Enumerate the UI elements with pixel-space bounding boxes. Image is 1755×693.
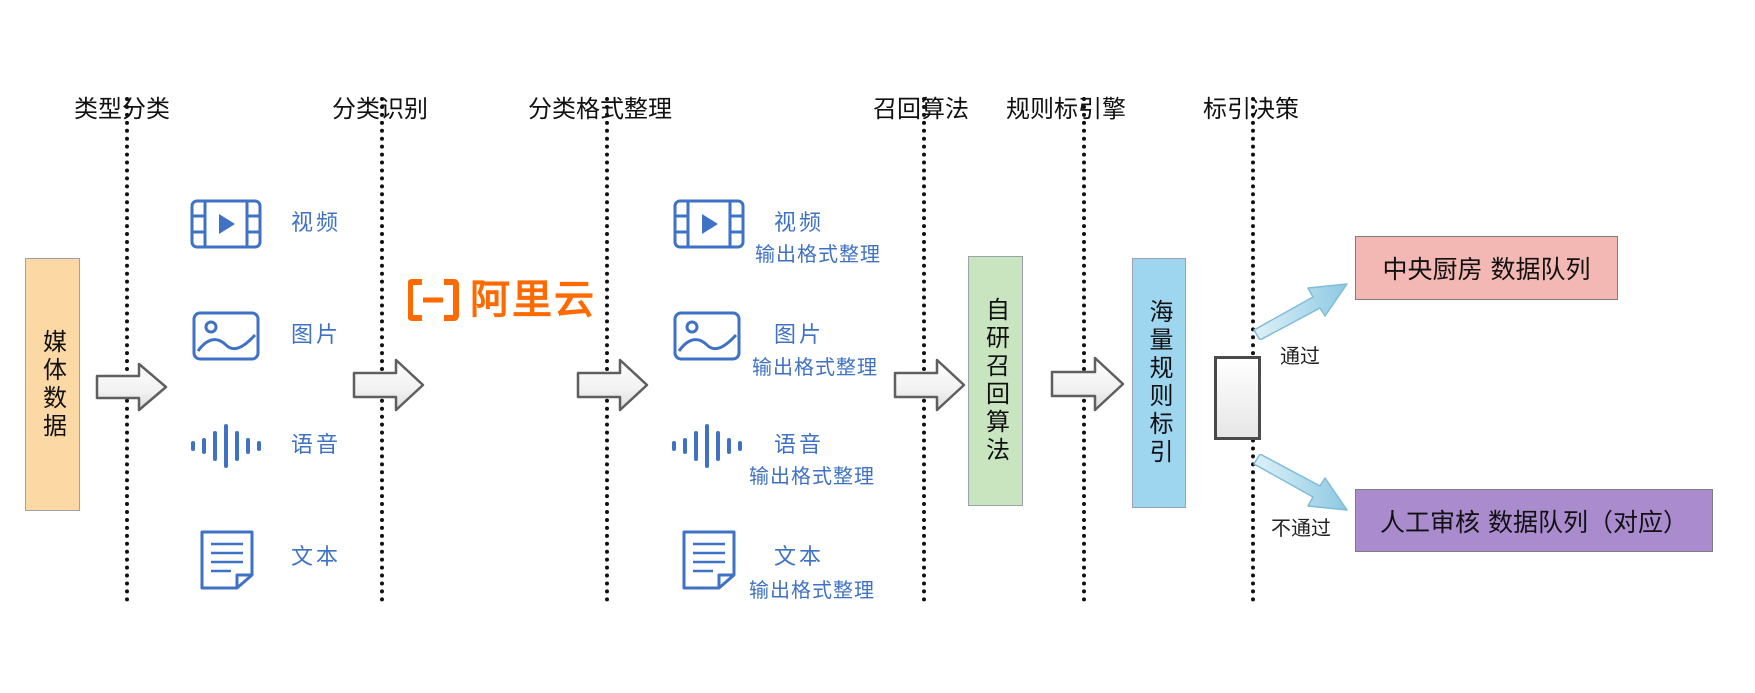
stage-divider [605,97,609,602]
central-kitchen-queue: 中央厨房 数据队列 [1355,236,1618,300]
image-icon [673,311,741,361]
fail-label: 不通过 [1271,516,1331,540]
fail-arrow [1253,454,1348,511]
document-icon [681,529,737,591]
aliyun-logo: 阿里云 [407,276,594,328]
formatted-type-sub-video: 输出格式整理 [755,242,881,266]
media-type-label-audio: 语音 [291,433,342,458]
flow-arrow [1050,356,1125,412]
formatted-type-sub-text: 输出格式整理 [749,578,875,602]
audio-wave-icon [189,424,263,468]
media-type-label-image: 图片 [291,323,342,348]
audio-wave-icon [670,424,744,468]
stage-label-recall-algorithm: 召回算法 [873,95,969,123]
recall-algorithm-label: 自研召回算法 [981,297,1010,465]
rule-indexing-box: 海量规则标引 [1132,258,1186,508]
pass-label: 通过 [1280,344,1320,368]
formatted-type-sub-image: 输出格式整理 [752,355,878,379]
stage-label-rule-engine: 规则标引擎 [1006,95,1126,123]
video-icon [190,199,262,249]
stage-divider [125,97,129,602]
document-icon [199,529,255,591]
stage-label-format-organizing: 分类格式整理 [528,95,672,123]
decision-node [1214,356,1261,440]
formatted-type-sub-audio: 输出格式整理 [749,464,875,488]
flow-arrow [576,358,649,412]
stage-divider [1082,97,1086,602]
stage-divider [922,97,926,602]
media-type-label-text: 文本 [291,545,342,570]
flow-arrow [95,362,168,412]
flow-arrow [893,358,966,412]
media-type-label-video: 视频 [291,211,342,236]
manual-review-queue: 人工审核 数据队列（对应） [1355,489,1713,552]
media-data-label: 媒体数据 [38,328,67,441]
pass-arrow [1253,283,1348,340]
recall-algorithm-box: 自研召回算法 [968,256,1023,506]
central-kitchen-queue-label: 中央厨房 数据队列 [1382,255,1591,284]
video-icon [673,199,745,249]
formatted-type-label-text: 文本 [774,545,825,570]
stage-label-type-classification: 类型分类 [74,95,170,123]
aliyun-logo-text: 阿里云 [470,277,596,323]
rule-indexing-label: 海量规则标引 [1145,299,1173,467]
aliyun-logo-mark [407,279,459,321]
media-data-box: 媒体数据 [25,258,80,511]
stage-divider [380,97,384,602]
stage-divider [1251,97,1255,602]
formatted-type-label-audio: 语音 [774,433,825,458]
image-icon [192,311,260,361]
formatted-type-label-image: 图片 [774,323,825,348]
manual-review-queue-label: 人工审核 数据队列（对应） [1380,507,1688,537]
flow-arrow [352,358,425,412]
formatted-type-label-video: 视频 [774,211,825,236]
